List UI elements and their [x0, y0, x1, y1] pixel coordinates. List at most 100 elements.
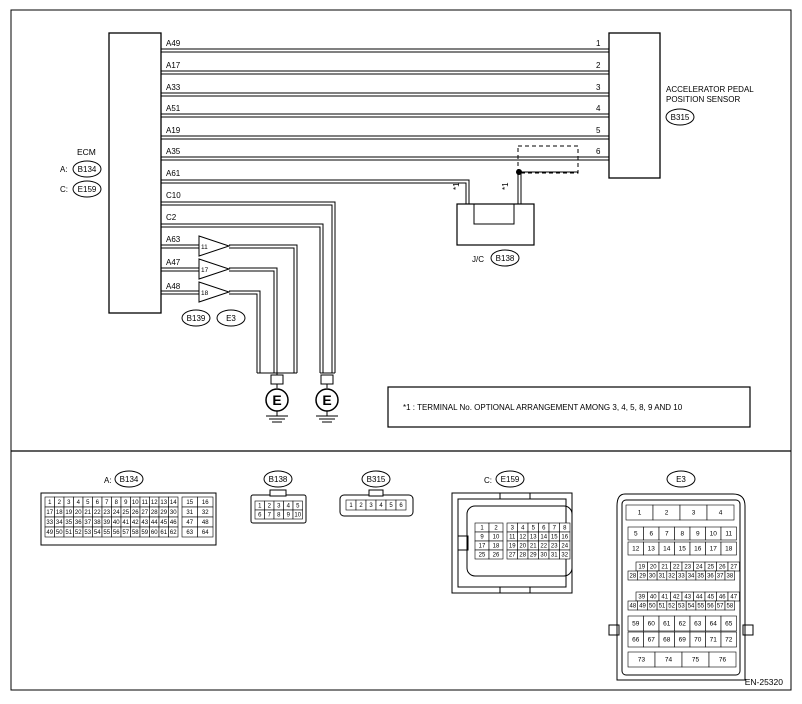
pin-label: 55 — [103, 530, 110, 536]
pin-label: 49 — [46, 530, 53, 536]
pin-cell — [720, 615, 737, 632]
pin-label: 23 — [551, 544, 558, 550]
pin-label: 53 — [84, 530, 91, 536]
pin-label: 8 — [680, 531, 684, 538]
jc-label: J/C — [472, 255, 484, 264]
pin-label: 21 — [661, 565, 668, 571]
pin-label: 60 — [151, 530, 158, 536]
pin-label: 44 — [151, 520, 158, 526]
pin-label: 52 — [75, 530, 82, 536]
svg-text:C2: C2 — [166, 213, 177, 222]
pin-label: 56 — [707, 604, 714, 610]
pin-label: 56 — [113, 530, 120, 536]
pin-label: 48 — [630, 604, 637, 610]
pin-cell — [720, 526, 737, 541]
pin-label: 18 — [725, 546, 733, 553]
svg-text:6: 6 — [596, 147, 601, 156]
pin-label: 59 — [632, 621, 640, 628]
pin-label: 10 — [294, 513, 301, 519]
pin-label: 16 — [561, 535, 568, 541]
pin-cell — [292, 509, 303, 520]
pin-label: 12 — [632, 546, 640, 553]
svg-text:11: 11 — [201, 244, 208, 251]
pin-label: 6 — [649, 531, 653, 538]
pin-label: 14 — [170, 500, 177, 506]
svg-text:A51: A51 — [166, 104, 181, 113]
pin-label: 41 — [122, 520, 129, 526]
pin-label: 35 — [65, 520, 72, 526]
pin-label: 58 — [727, 604, 734, 610]
pin-label: 32 — [561, 553, 568, 559]
splice-dot — [516, 169, 522, 175]
pin-label: 34 — [688, 574, 695, 580]
shield-dashed-box — [517, 145, 579, 174]
pin-label: 9 — [480, 535, 484, 541]
pin-label: 1 — [480, 526, 484, 532]
pin-label: 28 — [630, 574, 637, 580]
ecm-box — [108, 32, 162, 314]
pin-label: 25 — [707, 565, 714, 571]
pin-label: 62 — [170, 530, 177, 536]
pin-label: 11 — [142, 500, 149, 506]
wire-a63 — [161, 244, 298, 373]
pin-label: 38 — [727, 574, 734, 580]
svg-text:E159: E159 — [501, 475, 520, 484]
pin-label: 57 — [122, 530, 129, 536]
pin-label: 11 — [509, 535, 516, 541]
ground-connector-pins: 11 17 18 — [201, 244, 209, 297]
pin-label: 22 — [94, 510, 101, 516]
conn-b138-latch — [269, 489, 287, 497]
pin-label: 18 — [493, 544, 500, 550]
pin-label: 4 — [77, 500, 81, 506]
conn-b134-header: A: B134 — [104, 470, 144, 488]
pin-label: 65 — [725, 621, 733, 628]
pin-label: 59 — [141, 530, 148, 536]
pin-label: 24 — [696, 565, 703, 571]
pin-label: 29 — [530, 553, 537, 559]
jc-star-right: *1 — [501, 182, 510, 190]
pin-label: 69 — [679, 637, 687, 644]
svg-text:A49: A49 — [166, 39, 181, 48]
pin-label: 13 — [530, 535, 537, 541]
pin-label: 3 — [692, 510, 696, 517]
svg-text:E: E — [272, 392, 281, 408]
pin-label: 2 — [268, 504, 272, 510]
sensor-pin-labels: 1 2 3 4 5 6 — [596, 39, 601, 156]
pin-label: 36 — [707, 574, 714, 580]
pin-label: 32 — [668, 574, 675, 580]
pin-label: 7 — [105, 500, 109, 506]
pin-label: 41 — [661, 595, 668, 601]
svg-text:C:: C: — [484, 476, 492, 485]
svg-text:4: 4 — [596, 104, 601, 113]
pin-label: 26 — [132, 510, 139, 516]
pin-label: 73 — [638, 657, 646, 664]
ecm-conn-a-prefix: A: — [60, 165, 68, 174]
pin-label: 24 — [113, 510, 120, 516]
svg-text:A47: A47 — [166, 258, 181, 267]
pin-label: 76 — [719, 657, 727, 664]
pin-label: 25 — [479, 553, 486, 559]
pin-label: 61 — [160, 530, 167, 536]
pin-label: 25 — [122, 510, 129, 516]
pin-label: 30 — [649, 574, 656, 580]
pin-label: 5 — [86, 500, 90, 506]
pin-cell — [724, 570, 735, 581]
pin-label: 5 — [389, 503, 393, 509]
pin-label: 30 — [540, 553, 547, 559]
svg-text:18: 18 — [201, 290, 209, 297]
pin-label: 5 — [296, 504, 300, 510]
pin-label: 67 — [648, 637, 656, 644]
pin-label: 9 — [696, 531, 700, 538]
pin-label: 17 — [710, 546, 718, 553]
svg-text:1: 1 — [596, 39, 601, 48]
pin-label: 63 — [694, 621, 702, 628]
pin-label: 15 — [551, 535, 558, 541]
svg-text:2: 2 — [596, 61, 601, 70]
ground-conn-code-2: E3 — [226, 314, 236, 323]
pin-label: 7 — [268, 513, 272, 519]
pin-label: 45 — [707, 595, 714, 601]
pin-label: 20 — [519, 544, 526, 550]
pin-label: 43 — [684, 595, 691, 601]
